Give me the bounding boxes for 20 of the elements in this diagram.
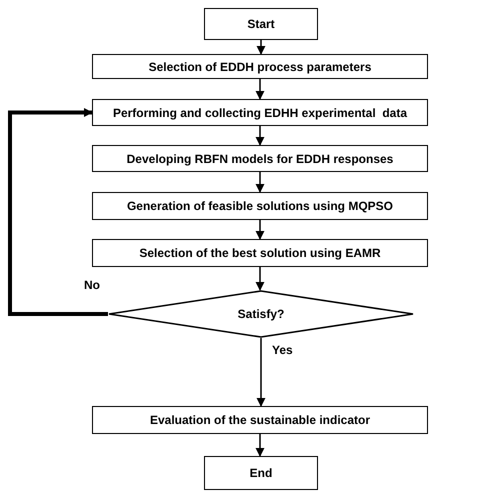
arrow (256, 338, 266, 407)
edge-label: Yes (270, 343, 295, 357)
arrow (256, 172, 264, 193)
process-box: Start (204, 8, 318, 40)
arrow (256, 40, 266, 55)
process-box: Selection of the best solution using EAMR (92, 239, 428, 267)
arrow (256, 79, 264, 100)
arrow (256, 267, 264, 291)
arrow (256, 126, 264, 146)
arrow (256, 220, 264, 240)
process-box: Evaluation of the sustainable indicator (92, 406, 428, 434)
edge-label: No (82, 278, 102, 292)
process-box: Developing RBFN models for EDDH responses (92, 145, 428, 172)
process-box: Generation of feasible solutions using MQPSO (92, 192, 428, 220)
process-box: Performing and collecting EDHH experimental data (92, 99, 428, 126)
decision-diamond: Satisfy? (108, 290, 414, 338)
process-box: Selection of EDDH process parameters (92, 54, 428, 79)
process-box: End (204, 456, 318, 490)
arrow (256, 434, 264, 457)
arrow (8, 108, 108, 316)
